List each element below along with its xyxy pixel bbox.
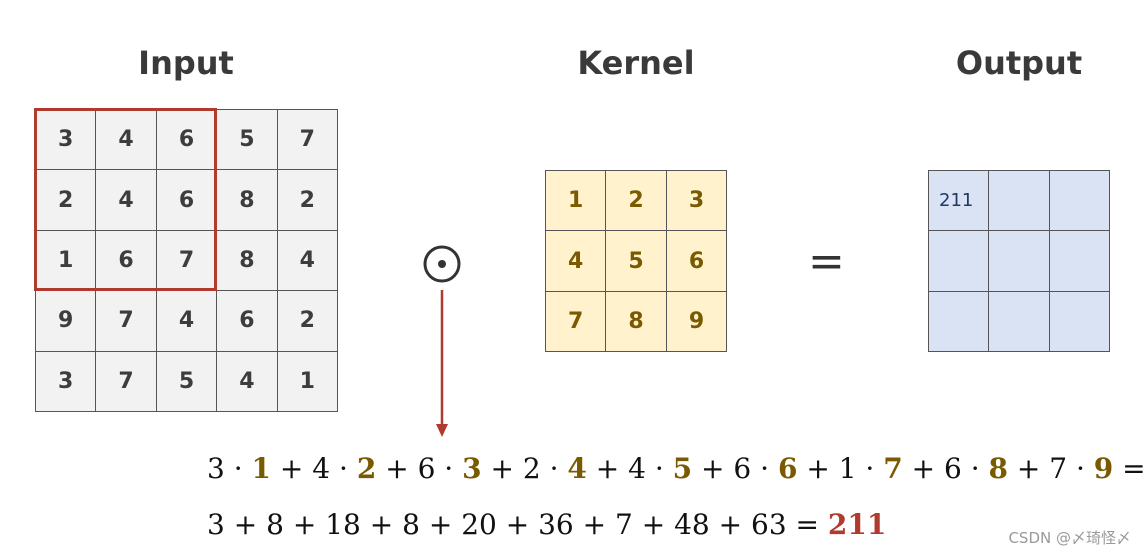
input-cell: 5: [217, 110, 278, 171]
input-cell: 4: [277, 230, 338, 292]
watermark: CSDN @〆琦怪〆: [1008, 529, 1131, 547]
input-cell: 7: [96, 351, 157, 412]
kernel-cell: 1: [546, 171, 607, 232]
equation-kernel-value: 2: [356, 452, 377, 485]
kernel-cell: 2: [606, 171, 667, 232]
input-cell: 2: [277, 291, 338, 352]
equation-kernel-value: 8: [988, 452, 1008, 485]
input-cell: 4: [156, 291, 218, 352]
input-cell: 2: [36, 170, 97, 231]
equation-kernel-value: 1: [251, 452, 272, 485]
input-cell: 4: [96, 170, 157, 231]
kernel-cell: 9: [666, 291, 728, 353]
equation-product-value: 8: [402, 508, 420, 541]
output-title: Output: [955, 44, 1083, 82]
input-cell: 3: [36, 351, 97, 412]
equation-input-value: 2: [522, 452, 541, 485]
equation-product-value: 3: [207, 508, 225, 541]
equation-products-line: 3 · 1 + 4 · 2 + 6 · 3 + 2 · 4 + 4 · 5 + …: [207, 452, 1145, 485]
equation-product-value: 8: [266, 508, 284, 541]
output-cell: [1049, 231, 1111, 292]
output-cell: [1049, 291, 1111, 353]
output-matrix: 211: [928, 170, 1111, 353]
output-cell: [929, 231, 990, 292]
equation-kernel-value: 7: [883, 452, 903, 485]
equation-product-value: 18: [325, 508, 361, 541]
kernel-cell: 3: [666, 171, 728, 232]
equation-kernel-value: 3: [462, 452, 482, 485]
equation-input-value: 7: [1049, 452, 1068, 485]
output-cell: [1049, 171, 1111, 232]
input-cell: 3: [36, 110, 97, 171]
equation-input-value: 6: [733, 452, 752, 485]
kernel-title: Kernel: [577, 44, 695, 82]
kernel-cell: 8: [606, 291, 667, 353]
equation-product-value: 63: [751, 508, 787, 541]
equation-product-value: 48: [674, 508, 710, 541]
equation-input-value: 1: [838, 452, 857, 485]
equation-product-value: 7: [615, 508, 633, 541]
equation-result: 211: [827, 508, 887, 541]
input-cell: 8: [217, 170, 278, 231]
input-cell: 5: [156, 351, 218, 412]
equation-kernel-value: 6: [777, 452, 798, 485]
equation-input-value: 6: [943, 452, 962, 485]
input-cell: 7: [96, 291, 157, 352]
receptive-field-highlight: [34, 108, 217, 291]
equation-kernel-value: 5: [672, 452, 693, 485]
kernel-cell: 4: [546, 231, 607, 292]
equation-product-value: 20: [461, 508, 497, 541]
kernel-cell: 7: [546, 291, 607, 353]
input-title: Input: [138, 44, 234, 82]
output-cell: 211: [929, 171, 990, 232]
input-cell: 6: [96, 230, 157, 292]
output-cell: [989, 171, 1050, 232]
equation-input-value: 4: [628, 452, 646, 485]
equation-input-value: 3: [207, 452, 225, 485]
input-cell: 2: [277, 170, 338, 231]
kernel-cell: 5: [606, 231, 667, 292]
input-cell: 6: [217, 291, 278, 352]
equals-sign: =: [808, 236, 845, 287]
output-cell: [929, 291, 990, 353]
equation-input-value: 6: [417, 452, 436, 485]
input-cell: 4: [217, 351, 278, 412]
input-cell: 7: [277, 110, 338, 171]
equation-kernel-value: 4: [567, 452, 587, 485]
input-cell: 4: [96, 110, 157, 171]
kernel-cell: 6: [666, 231, 728, 292]
input-cell: 9: [36, 291, 97, 352]
equation-input-value: 4: [312, 452, 331, 485]
arrow-down-icon: [436, 290, 448, 437]
input-cell: 1: [277, 351, 338, 412]
elementwise-product-icon: [423, 245, 461, 283]
input-cell: 8: [217, 230, 278, 292]
equation-kernel-value: 9: [1093, 452, 1114, 485]
equation-product-value: 36: [538, 508, 574, 541]
output-cell: [989, 291, 1050, 353]
output-cell: [989, 231, 1050, 292]
equation-sum-line: 3 + 8 + 18 + 8 + 20 + 36 + 7 + 48 + 63 =…: [207, 508, 887, 541]
input-cell: 6: [156, 110, 218, 171]
